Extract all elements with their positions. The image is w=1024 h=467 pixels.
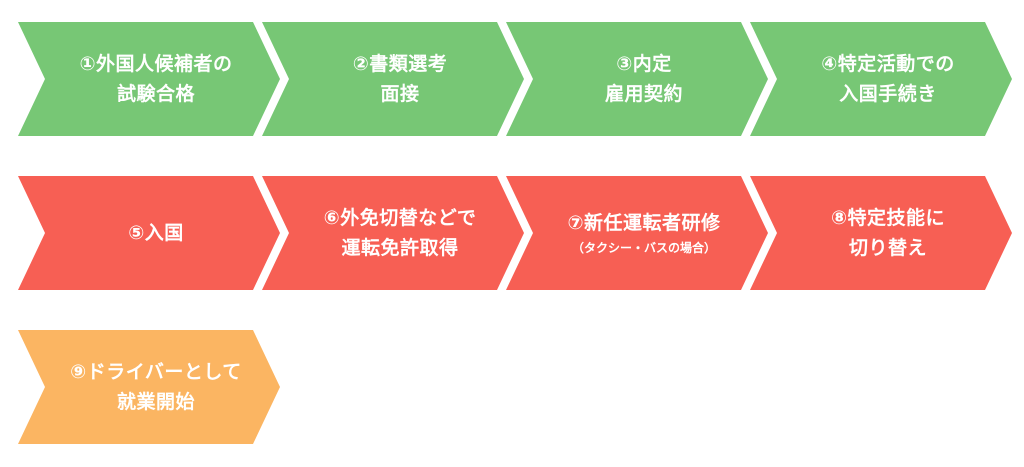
- step-6-line-2: 運転免許取得: [341, 237, 459, 259]
- step-7-subnote: （タクシー・バスの場合）: [571, 241, 716, 255]
- step-8-line-1: ⑧特定技能に: [830, 207, 946, 229]
- step-8-line-2: 切り替え: [848, 237, 927, 259]
- step-4-line-1: ④特定活動での: [821, 53, 955, 75]
- step-2-chevron: ②書類選考 面接: [262, 22, 524, 136]
- step-7-label: ⑦新任運転者研修 （タクシー・バスの場合）: [547, 208, 726, 258]
- step-7-chevron: ⑦新任運転者研修 （タクシー・バスの場合）: [506, 176, 768, 290]
- step-8-chevron: ⑧特定技能に 切り替え: [750, 176, 1012, 290]
- step-8-label: ⑧特定技能に 切り替え: [811, 203, 951, 263]
- step-6-label: ⑥外免切替などで 運転免許取得: [304, 203, 483, 263]
- step-6-line-1: ⑥外免切替などで: [323, 207, 477, 229]
- step-4-line-2: 入国手続き: [839, 83, 937, 105]
- step-5-label: ⑤入国: [108, 218, 190, 248]
- step-5-line-1: ⑤入国: [128, 222, 184, 244]
- step-2-line-1: ②書類選考: [352, 53, 448, 75]
- step-9-label: ⑨ドライバーとして 就業開始: [50, 357, 248, 417]
- step-4-chevron: ④特定活動での 入国手続き: [750, 22, 1012, 136]
- step-9-line-2: 就業開始: [116, 391, 195, 413]
- step-3-label: ③内定 雇用契約: [585, 49, 689, 109]
- step-4-label: ④特定活動での 入国手続き: [801, 49, 961, 109]
- step-9-line-1: ⑨ドライバーとして: [70, 361, 242, 383]
- step-2-label: ②書類選考 面接: [333, 49, 454, 109]
- step-1-chevron: ①外国人候補者の 試験合格: [18, 22, 280, 136]
- step-7-line-1: ⑦新任運転者研修: [567, 212, 721, 234]
- step-5-chevron: ⑤入国: [18, 176, 280, 290]
- step-9-chevron: ⑨ドライバーとして 就業開始: [18, 330, 280, 444]
- step-3-chevron: ③内定 雇用契約: [506, 22, 768, 136]
- step-6-chevron: ⑥外免切替などで 運転免許取得: [262, 176, 524, 290]
- step-2-line-2: 面接: [380, 83, 420, 105]
- step-1-label: ①外国人候補者の 試験合格: [59, 49, 238, 109]
- step-3-line-2: 雇用契約: [604, 83, 683, 105]
- step-3-line-1: ③内定: [616, 53, 672, 75]
- step-1-line-1: ①外国人候補者の: [79, 53, 233, 75]
- step-1-line-2: 試験合格: [116, 83, 195, 105]
